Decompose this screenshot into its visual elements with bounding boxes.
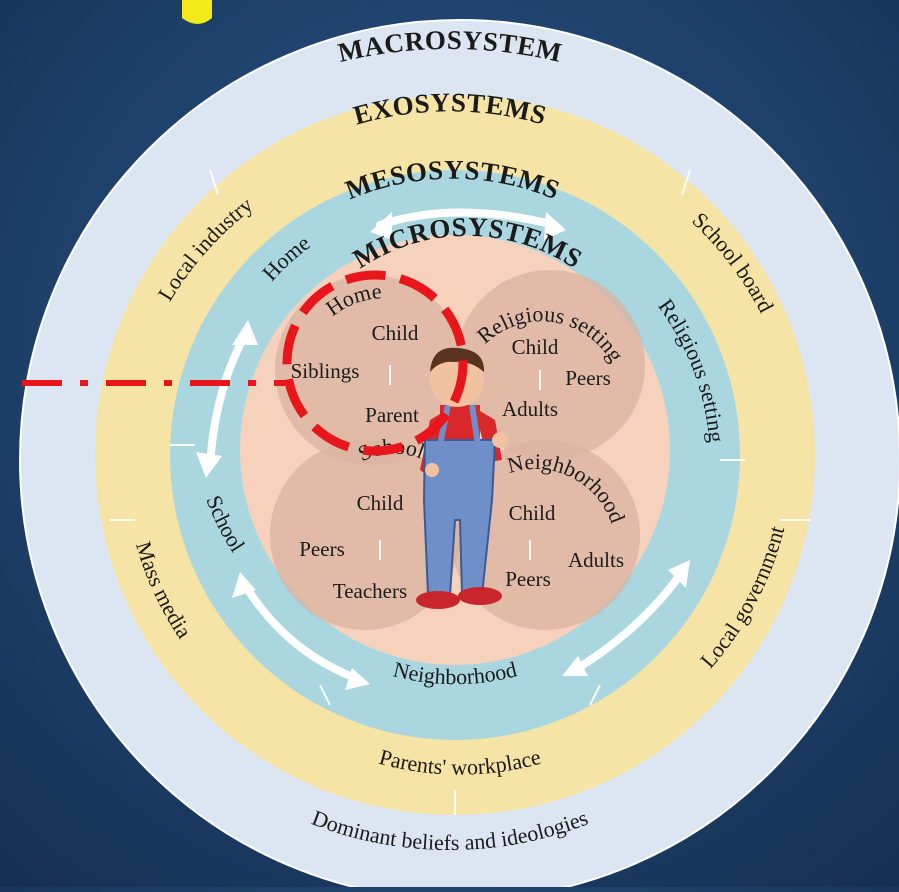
school-sector xyxy=(270,440,460,630)
religious-child-label: Child xyxy=(512,335,559,359)
home-parent-label: Parent xyxy=(365,403,419,427)
religious-adults-label: Adults xyxy=(502,397,558,421)
highlight-circle xyxy=(282,270,468,456)
neighborhood-child-label: Child xyxy=(509,501,556,525)
home-child-label: Child xyxy=(372,321,419,345)
home-sector xyxy=(275,275,465,465)
school-peers-label: Peers xyxy=(299,537,345,561)
religious-sector xyxy=(455,270,645,460)
arrow-icon xyxy=(376,208,559,229)
mesosystem-arrows xyxy=(206,208,684,682)
neighborhood-peers-label: Peers xyxy=(505,567,551,591)
child-figure-icon xyxy=(416,347,508,609)
arrow-icon xyxy=(206,331,249,469)
arrow-icon xyxy=(241,581,359,682)
slide-title-fragment xyxy=(182,0,212,24)
neighborhood-sector xyxy=(450,440,640,630)
school-child-label: Child xyxy=(357,491,404,515)
home-siblings-label: Siblings xyxy=(291,359,360,383)
arrowheads xyxy=(196,212,690,690)
crossing-arrows xyxy=(110,169,810,815)
arrow-icon xyxy=(571,571,684,674)
religious-peers-label: Peers xyxy=(565,366,611,390)
school-teachers-label: Teachers xyxy=(333,579,407,603)
neighborhood-adults-label: Adults xyxy=(568,548,624,572)
